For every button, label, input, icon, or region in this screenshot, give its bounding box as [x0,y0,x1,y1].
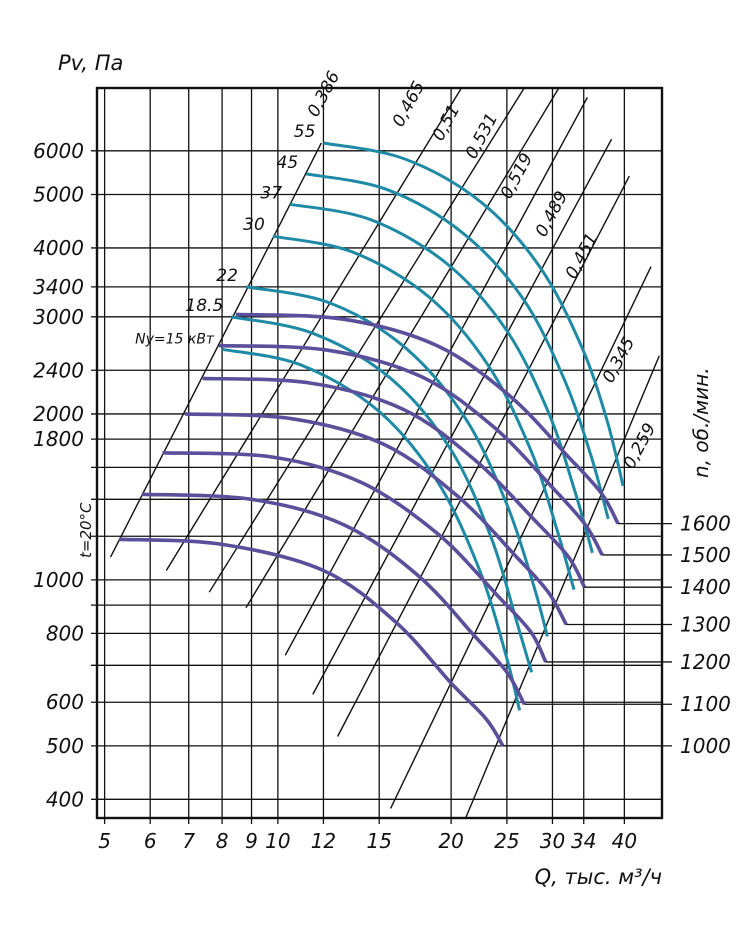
efficiency-line [284,97,589,656]
y-tick-label: 5000 [33,182,84,206]
efficiency-line [109,142,322,558]
efficiency-lines [109,88,660,818]
speed-curves [119,312,620,747]
power-label: 37 [260,183,282,203]
y-tick-label: 1800 [33,427,84,451]
y-tick-label: 600 [46,690,84,714]
rpm-label: 1000 [680,734,731,758]
speed-curve [235,312,620,525]
x-tick-label: 40 [612,829,637,853]
x-tick-label: 7 [182,829,195,853]
power-label: 55 [294,122,316,142]
x-tick-label: 6 [144,829,157,853]
x-tick-label: 20 [438,829,463,853]
rpm-label: 1500 [680,543,731,567]
efficiency-line [465,355,660,818]
rpm-labels: 1000 1100 1200 1300 1400 1500 1600 [502,512,731,758]
speed-curve [141,492,526,706]
efficiency-label: 0,465 [389,78,430,130]
efficiency-label: 0,451 [562,230,603,282]
efficiency-label: 0,531 [462,110,503,162]
power-curve [230,315,534,673]
x-tick-label: 5 [98,829,111,853]
x-tick-label: 30 [540,829,565,853]
speed-curve [162,451,548,663]
efficiency-line [312,138,613,695]
rpm-label: 1400 [680,575,731,599]
x-tick-label: 8 [216,829,229,853]
rpm-label: 1200 [680,650,731,674]
speed-curve [119,537,505,747]
rpm-label: 1300 [680,613,731,637]
efficiency-line [389,266,652,809]
power-curve [221,347,522,711]
x-tick-label: 25 [494,829,519,853]
speed-curve [218,343,604,556]
power-label: 22 [216,266,238,286]
y-tick-label: 4000 [33,236,84,260]
rpm-label: 1600 [680,512,731,536]
y-tick-label: 3400 [33,275,84,299]
x-tick-label: 10 [265,829,290,853]
y-tick-label: 6000 [33,139,84,163]
y-tick-label: 800 [46,621,84,645]
x-tick-label: 15 [366,829,391,853]
power-label: 30 [243,215,265,235]
y-tick-label: 500 [46,734,84,758]
efficiency-line [165,88,463,571]
y-tick-label: 1000 [33,568,84,592]
power-curve [245,285,549,637]
temperature-note: t=20°C [77,502,95,558]
power-curve [272,234,576,591]
efficiency-label: 0,489 [532,188,573,240]
efficiency-label: 0,259 [620,420,661,472]
x-tick-label: 12 [311,829,336,853]
y-tick-label: 400 [46,787,84,811]
plot-frame [95,86,664,820]
grid [91,88,662,824]
y-axis-title: Pv, Па [58,51,123,75]
x-tick-label: 9 [245,829,258,853]
power-label: 18.5 [185,296,223,316]
efficiency-label: 0,386 [304,68,345,121]
power-curve [305,172,610,520]
power-label: Ny=15 кВт [135,331,215,347]
speed-curve [185,412,568,626]
right-axis-title: n, об./мин. [689,367,713,478]
efficiency-line [208,88,526,593]
efficiency-label: 0,51 [429,102,464,145]
speed-curve [202,376,587,589]
power-label: 45 [277,153,299,173]
y-tick-label: 2400 [33,358,84,382]
rpm-label: 1100 [680,692,731,716]
y-tick-label: 2000 [33,402,84,426]
power-curve [289,202,594,554]
power-curve [323,141,625,487]
axis-texts: Pv, Па Q, тыс. м³/ч n, об./мин. t=20°C [58,51,713,889]
y-tick-label: 3000 [33,305,84,329]
efficiency-line [336,175,630,737]
x-tick-label: 34 [571,829,596,853]
x-axis-title: Q, тыс. м³/ч [535,865,662,889]
power-curves [221,141,625,711]
efficiency-label: 0,345 [599,334,640,386]
plot-border [95,86,664,820]
